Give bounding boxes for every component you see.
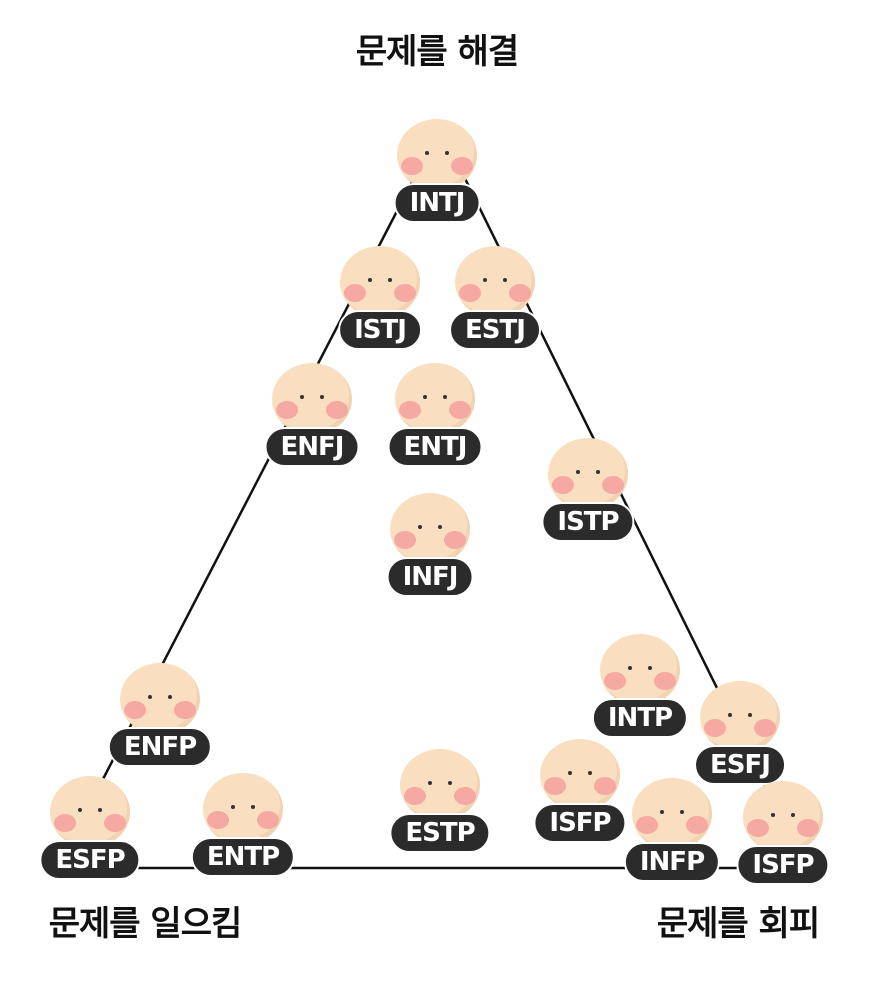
character-estj [455,246,535,318]
character-estp [400,749,480,821]
head-icon [395,363,475,435]
character-istp [548,438,628,510]
badge-intj: INTJ [393,183,481,223]
character-intp [600,634,680,706]
badge-istj: ISTJ [338,310,422,350]
head-icon [340,246,420,318]
head-icon [700,681,780,753]
character-isfp [743,781,823,853]
label-cause-problem: 문제를 일으킴 [48,904,243,944]
head-icon [390,493,470,565]
badge-estj: ESTJ [449,310,541,350]
head-icon [397,119,477,191]
badge-estp: ESTP [389,813,491,853]
character-esfj [700,681,780,753]
head-icon [540,739,620,811]
head-icon [743,781,823,853]
badge-isfp: ISFP [736,845,830,885]
character-isfp [540,739,620,811]
head-icon [272,363,352,435]
badge-esfj: ESFJ [694,745,786,785]
character-esfp [50,776,130,848]
label-avoid-problem: 문제를 회피 [656,904,820,944]
head-icon [600,634,680,706]
badge-isfp: ISFP [533,803,627,843]
badge-infp: INFP [623,842,721,882]
head-icon [50,776,130,848]
label-solve-problem: 문제를 해결 [355,32,519,72]
character-enfp [120,663,200,735]
character-istj [340,246,420,318]
badge-entp: ENTP [190,837,296,877]
character-infp [632,778,712,850]
head-icon [548,438,628,510]
head-icon [632,778,712,850]
badge-istp: ISTP [541,502,635,542]
head-icon [455,246,535,318]
badge-infj: INFJ [386,557,474,597]
character-entp [203,773,283,845]
head-icon [203,773,283,845]
character-entj [395,363,475,435]
character-intj [397,119,477,191]
head-icon [120,663,200,735]
badge-esfp: ESFP [39,840,141,880]
badge-enfj: ENFJ [264,427,360,467]
badge-enfp: ENFP [107,727,213,767]
head-icon [400,749,480,821]
character-infj [390,493,470,565]
character-enfj [272,363,352,435]
badge-intp: INTP [591,698,689,738]
badge-entj: ENTJ [387,427,483,467]
